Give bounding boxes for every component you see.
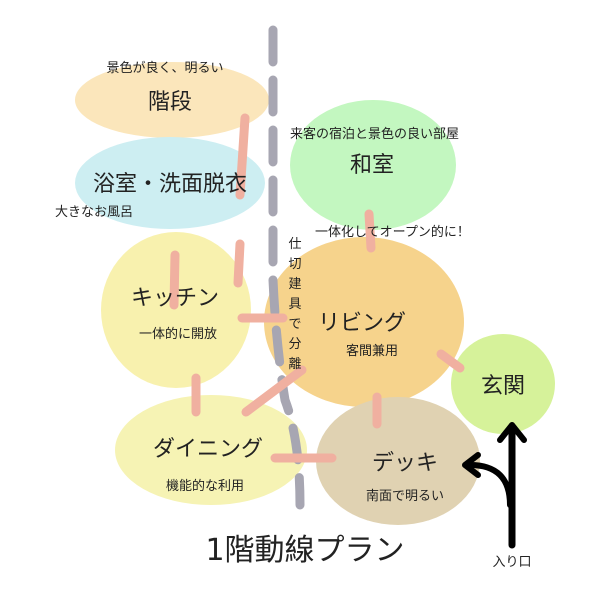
partition-char: 建 <box>288 277 301 292</box>
partition-char: 分 <box>288 337 301 352</box>
kitchen-label: キッチン <box>131 286 219 311</box>
living-label: リビング <box>318 311 406 336</box>
dining-bubble <box>115 395 307 505</box>
link-living-entrance <box>436 349 465 373</box>
washitsu-label: 和室 <box>350 153 394 178</box>
partition-annotation: 仕 切 建 具 で 分 離 <box>288 237 301 372</box>
entry-arrow-icon <box>462 422 527 549</box>
link-stairs-kitchen <box>235 113 250 200</box>
washitsu-note: 来客の宿泊と景色の良い部屋 <box>290 126 459 142</box>
stairs-note: 景色が良く、明るい <box>106 60 223 76</box>
partition-divider-line <box>268 25 305 510</box>
open-annotation: 一体化してオープン的に！ <box>315 224 470 240</box>
stairs-bubble <box>75 62 269 138</box>
bath-note: 大きなお風呂 <box>55 205 133 220</box>
diagram-title: 1階動線プラン <box>205 533 404 568</box>
deck-label: デッキ <box>372 451 438 476</box>
bath-label: 浴室・洗面脱衣 <box>93 172 247 197</box>
link-washitsu-living <box>364 209 376 253</box>
partition-char: 切 <box>288 257 301 272</box>
link-dining-living <box>241 365 307 417</box>
entrance-label: 玄関 <box>481 374 525 399</box>
kitchen-bubble <box>101 232 251 388</box>
partition-char: 仕 <box>288 237 301 252</box>
washitsu-bubble <box>290 100 456 230</box>
kitchen-note: 一体的に開放 <box>139 326 217 342</box>
living-bubble <box>264 237 464 407</box>
partition-char: で <box>288 317 301 332</box>
living-note: 客間兼用 <box>346 343 398 359</box>
dining-note: 機能的な利用 <box>166 478 244 494</box>
deck-bubble <box>316 397 480 525</box>
deck-note: 南面で明るい <box>366 488 444 504</box>
link-bath-kitchen-right <box>233 239 245 288</box>
entry-label: 入り口 <box>492 555 531 570</box>
dining-label: ダイニング <box>153 437 263 462</box>
link-bath-kitchen <box>169 250 180 310</box>
partition-char: 離 <box>288 357 301 372</box>
stairs-label: 階段 <box>148 90 192 115</box>
partition-char: 具 <box>288 297 301 312</box>
entrance-bubble <box>451 334 555 434</box>
bath-bubble <box>75 137 265 229</box>
